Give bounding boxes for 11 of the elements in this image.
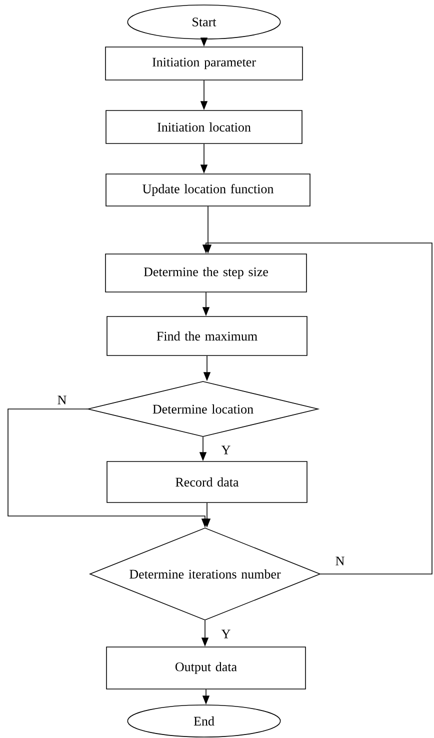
- edge-label: N: [334, 556, 346, 566]
- process-box: Record data: [106, 461, 308, 503]
- process-box: Output data: [106, 646, 306, 690]
- process-box: Update location function: [106, 174, 310, 206]
- edge-label: Y: [220, 628, 232, 640]
- process-box: Initiation location: [106, 110, 302, 144]
- process-box: Find the maximum: [106, 316, 308, 356]
- process-box: Determine the step size: [105, 254, 307, 292]
- edge-label: Y: [220, 444, 232, 456]
- edge-label: N: [56, 394, 68, 406]
- process-box: Initiation parameter: [105, 46, 303, 80]
